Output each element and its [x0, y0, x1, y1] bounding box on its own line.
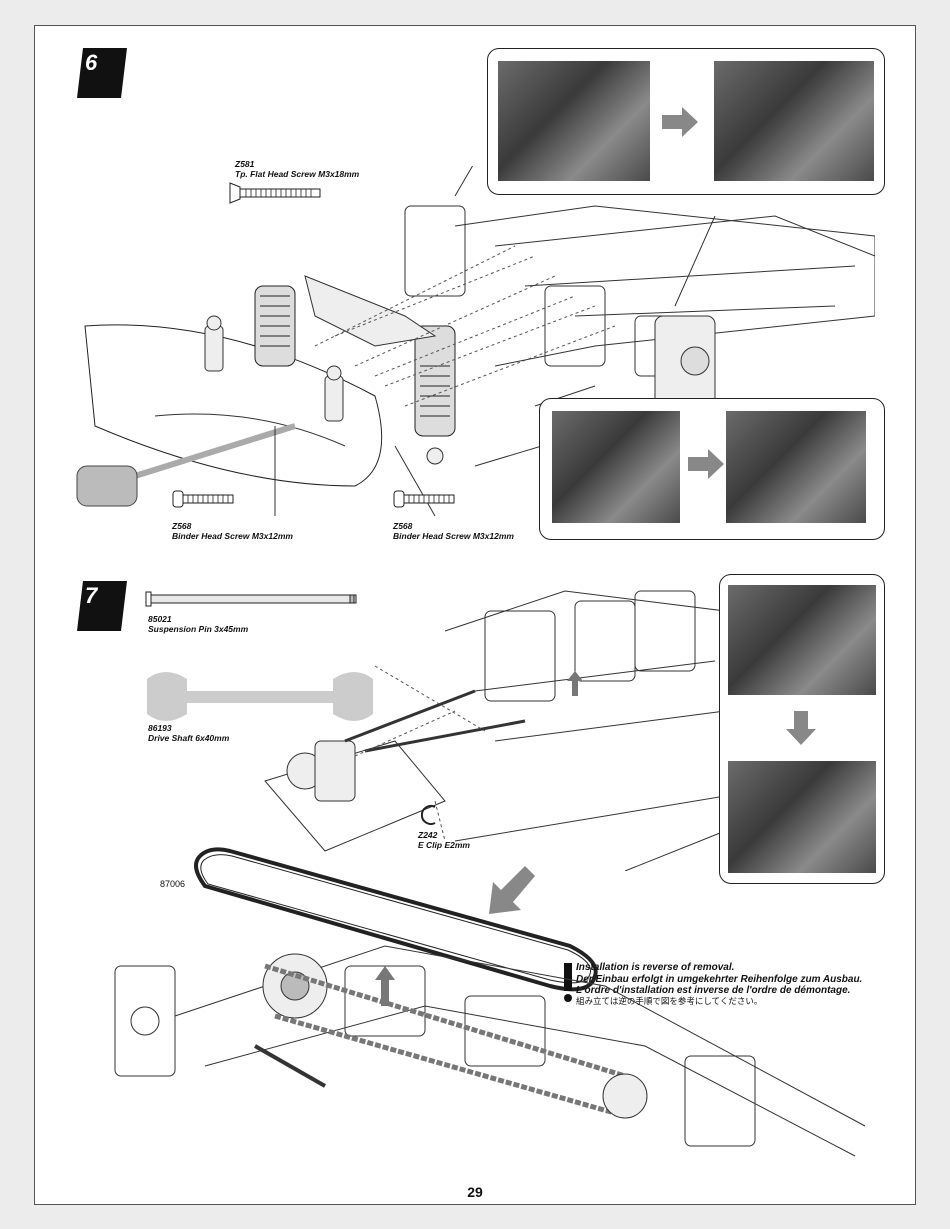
step-6-badge: 6 [77, 48, 127, 98]
step-6-detail-inset-top [487, 48, 885, 195]
part-label-z242: Z242 E Clip E2mm [418, 830, 470, 850]
step-7-number: 7 [85, 583, 98, 608]
detail-photo [726, 411, 866, 523]
step-6-assembly-drawing [76, 166, 875, 517]
detail-photo [552, 411, 680, 523]
binder-head-screw-icon [393, 490, 455, 508]
part-label-z568-right: Z568 Binder Head Screw M3x12mm [393, 521, 514, 541]
arrow-right-icon [688, 449, 724, 479]
flat-head-screw-icon [229, 182, 321, 204]
step-7-detail-inset [719, 574, 885, 884]
part-code: Z581 [235, 159, 255, 169]
part-code: 87006 [160, 879, 186, 889]
manual-page: 6 Z581 Tp. Flat Head Screw M3x18mm [34, 25, 916, 1205]
detail-photo [714, 61, 874, 181]
arrow-down-icon [786, 711, 816, 745]
detail-photo [728, 761, 876, 873]
step-6-detail-inset-bottom [539, 398, 885, 540]
step-7-badge: 7 [77, 581, 127, 631]
part-label-86193: 86193 Drive Shaft 6x40mm [148, 723, 229, 743]
part-code: Z568 [172, 521, 192, 531]
part-name: Tp. Flat Head Screw M3x18mm [235, 169, 360, 179]
part-code: 86193 [148, 723, 172, 733]
part-code: 85021 [148, 614, 172, 624]
e-clip-icon [421, 805, 436, 825]
detail-photo [728, 585, 876, 695]
part-label-z568-left: Z568 Binder Head Screw M3x12mm [172, 521, 293, 541]
part-name: Suspension Pin 3x45mm [148, 624, 249, 634]
suspension-pin-icon [145, 591, 357, 607]
note-fr: L'ordre d'installation est inverse de l'… [576, 985, 851, 996]
arrow-right-icon [662, 107, 698, 137]
part-label-85021: 85021 Suspension Pin 3x45mm [148, 614, 248, 634]
step-7-chassis-drawing [114, 945, 865, 1157]
note-en: Installation is reverse of removal. [576, 962, 735, 973]
warning-icon [564, 963, 572, 1002]
part-label-87006: 87006 [160, 879, 185, 889]
drive-belt-drawing [194, 847, 598, 992]
part-code: Z568 [393, 521, 413, 531]
step-7-assembly-drawing [264, 590, 735, 871]
binder-head-screw-icon [172, 490, 234, 508]
detail-photo [498, 61, 650, 181]
drive-shaft-icon [147, 672, 373, 721]
arrow-down-left-icon [489, 866, 535, 914]
step-6-number: 6 [85, 50, 98, 75]
part-name: E Clip E2mm [418, 840, 470, 850]
note-jp: 組み立ては逆の手順で図を参考にしてください。 [576, 996, 763, 1007]
page-number: 29 [467, 1184, 483, 1200]
part-name: Binder Head Screw M3x12mm [393, 531, 514, 541]
part-name: Drive Shaft 6x40mm [148, 733, 230, 743]
note-de: Der Einbau erfolgt in umgekehrter Reihen… [576, 973, 863, 985]
part-name: Binder Head Screw M3x12mm [172, 531, 293, 541]
part-label-z581: Z581 Tp. Flat Head Screw M3x18mm [235, 159, 359, 179]
part-code: Z242 [418, 830, 438, 840]
installation-note: Installation is reverse of removal. Der … [576, 962, 862, 1008]
